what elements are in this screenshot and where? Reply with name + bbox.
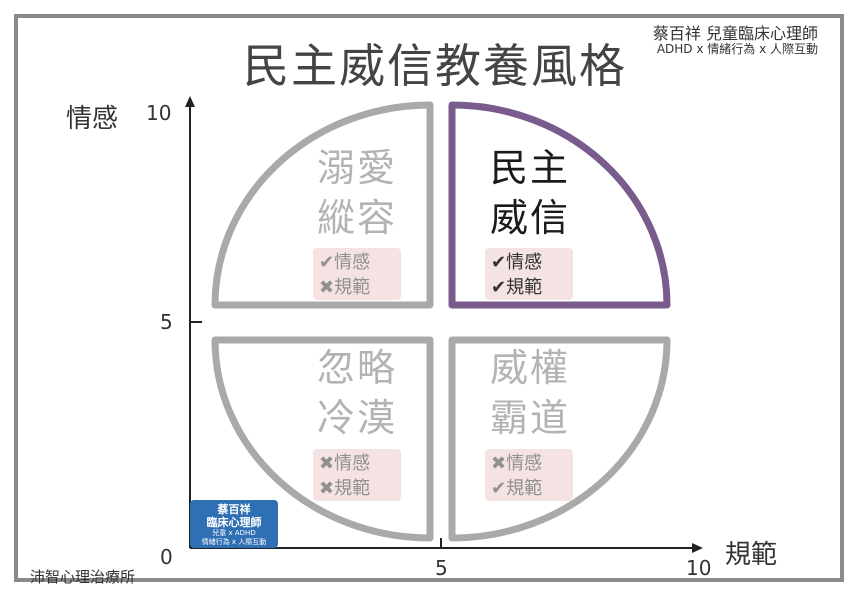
- quadrant-bottom-right-tag: ✖情感 ✔規範: [485, 449, 573, 501]
- x-axis-arrow: [692, 543, 703, 553]
- quadrant-bottom-right-outline: [448, 336, 671, 542]
- quadrant-top-left-tag-rules: ✖規範: [319, 277, 371, 298]
- badge-topics: 情緒行為 x 人際互動: [201, 538, 267, 546]
- author-name: 蔡百祥 兒童臨床心理師: [652, 24, 818, 43]
- quadrant-top-left-line1: 溺愛: [316, 146, 397, 190]
- quadrant-bottom-left-line2: 冷漠: [316, 396, 397, 440]
- origin-label: 0: [160, 545, 173, 569]
- quadrant-top-left-outline: [211, 101, 434, 309]
- clinic-name: 沛智心理治療所: [30, 568, 136, 586]
- badge-specialty: 兒童 x ADHD: [212, 529, 256, 537]
- quadrant-bottom-right-line2: 霸道: [489, 396, 570, 440]
- quadrant-top-right-tag-rules: ✔規範: [491, 277, 543, 298]
- quadrant-top-right-outline: [448, 101, 671, 309]
- quadrant-top-left-title: 溺愛 縱容: [292, 143, 422, 243]
- quadrant-top-left-tag-affection: ✔情感: [319, 252, 371, 273]
- badge-title: 臨床心理師: [206, 516, 262, 529]
- quadrant-top-left-tag: ✔情感 ✖規範: [313, 248, 401, 300]
- badge-name: 蔡百祥: [217, 503, 251, 516]
- quadrant-bottom-left-tag-affection: ✖情感: [319, 453, 371, 474]
- x-tick-label-5: 5: [435, 556, 448, 580]
- quadrant-bottom-left-tag-rules: ✖規範: [319, 478, 371, 499]
- quadrant-bottom-right-title: 威權 霸道: [465, 343, 595, 443]
- quadrant-bottom-left-outline: [211, 336, 434, 542]
- y-tick-label-10: 10: [146, 101, 172, 125]
- quadrant-bottom-left-tag: ✖情感 ✖規範: [313, 449, 401, 501]
- x-tick-label-10: 10: [686, 556, 712, 580]
- quadrant-bottom-right-line1: 威權: [489, 346, 570, 390]
- quadrant-bottom-right-tag-affection: ✖情感: [491, 453, 543, 474]
- quadrant-top-right-title: 民主 威信: [465, 143, 595, 243]
- quadrant-top-left-line2: 縱容: [316, 196, 397, 240]
- y-axis-label: 情感: [66, 104, 119, 134]
- diagram-title: 民主威信教養風格: [243, 39, 627, 93]
- quadrant-top-right-tag: ✔情感 ✔規範: [485, 248, 573, 300]
- y-axis-arrow: [185, 96, 195, 107]
- quadrant-top-right-line2: 威信: [489, 196, 570, 240]
- quadrant-bottom-right-tag-rules: ✔規範: [491, 478, 543, 499]
- x-axis-label: 規範: [725, 540, 778, 570]
- quadrant-bottom-left-title: 忽略 冷漠: [292, 343, 422, 443]
- quadrant-top-right-tag-affection: ✔情感: [491, 252, 543, 273]
- y-tick-label-5: 5: [160, 310, 173, 334]
- author-topics: ADHD x 情緒行為 x 人際互動: [656, 42, 818, 56]
- quadrant-bottom-left-line1: 忽略: [316, 346, 397, 390]
- quadrant-top-right-line1: 民主: [489, 146, 570, 190]
- author-badge: 蔡百祥 臨床心理師 兒童 x ADHD 情緒行為 x 人際互動: [190, 500, 278, 548]
